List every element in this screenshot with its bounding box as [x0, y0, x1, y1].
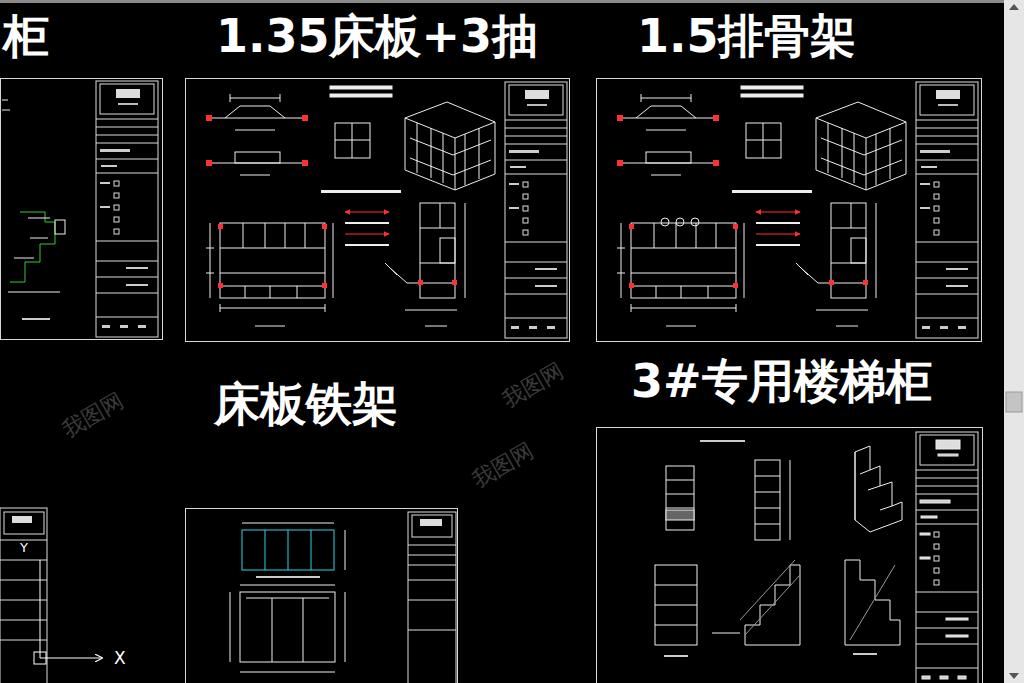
- sheet-stair-cabinet-part: [666, 466, 694, 530]
- sheet-iron-frame-part: [412, 515, 452, 537]
- scroll-thumb: [1006, 392, 1022, 412]
- sheet-stair-cabinet-part: [666, 510, 694, 520]
- bottom-left-sheet-part: [12, 516, 32, 523]
- sheet-stair-cabinet-part: [666, 494, 694, 495]
- scroll-arrow: [1009, 673, 1019, 679]
- drawing-sheet: 床板铁架: [185, 508, 458, 683]
- ucs-icon-part: [34, 652, 46, 664]
- drawing-sheet: 1.35床板+3抽: [185, 78, 570, 342]
- sheet-stair-cabinet-part: [740, 560, 800, 635]
- sheet-135: [206, 82, 567, 338]
- sheet-iron-frame-part: [408, 600, 456, 601]
- sheet-stair-cabinet-part: [655, 625, 697, 626]
- sheet-stair-cabinet-part: [755, 524, 780, 525]
- sheet-stair-cabinet-part: [916, 432, 978, 683]
- sheet-iron-frame-part: [311, 530, 312, 570]
- ucs-icon: [34, 560, 102, 664]
- left-sheet-part: [10, 212, 55, 282]
- sheet-stair-cabinet-part: [664, 655, 688, 657]
- sheet-iron-frame-part: [408, 565, 456, 566]
- axis-label: X: [114, 648, 126, 668]
- sheet-iron-frame-part: [408, 580, 456, 581]
- sheet-stair-cabinet-part: [755, 508, 780, 509]
- bottom-left-sheet-part: [0, 508, 47, 683]
- sheet-stair-cabinet-part: [853, 653, 877, 655]
- sheet-stair-cabinet-part: [655, 565, 697, 645]
- left-sheet-part: [2, 100, 8, 101]
- left-sheet-part: [96, 81, 158, 337]
- sheet-135-part: [505, 82, 567, 338]
- sheet-iron-frame-part: [345, 592, 346, 662]
- sheet-heading: 床板铁架: [214, 379, 398, 430]
- sheet-iron-frame-part: [265, 530, 266, 570]
- left-sheet-part: [8, 218, 60, 292]
- left-sheet: [2, 81, 158, 337]
- watermark: 我图网: [497, 356, 569, 415]
- sheet-heading: 1.5排骨架: [637, 11, 857, 62]
- sheet-15-part: [617, 86, 906, 326]
- left-sheet-part: [55, 220, 65, 234]
- drawing-sheet: 3#专用楼梯柜: [596, 427, 983, 683]
- axis-label: Y: [20, 540, 28, 555]
- scrollbar: [1004, 0, 1024, 683]
- sheet-stair-cabinet-part: [666, 508, 694, 509]
- drawing-sheet: 柜: [0, 78, 163, 340]
- sheet-stair-cabinet-part: [755, 492, 780, 493]
- sheet-stair-cabinet-part: [755, 460, 780, 540]
- ucs-icon-part: [40, 658, 102, 659]
- watermark: 我图网: [467, 436, 539, 495]
- sheet-heading: 3#专用楼梯柜: [631, 356, 932, 407]
- watermark: 我图网: [57, 386, 129, 445]
- sheet-15-part: [691, 218, 699, 226]
- sheet-stair-cabinet-part: [845, 560, 900, 645]
- sheet-iron-frame-part: [408, 512, 456, 683]
- sheet-iron-frame-part: [345, 530, 346, 570]
- sheet-iron-frame-part: [408, 555, 456, 556]
- sheet-15-part: [661, 218, 669, 226]
- sheet-stair-cabinet-part: [755, 476, 780, 477]
- sheet-135-part: [206, 86, 495, 326]
- sheet-iron-frame-part: [230, 592, 231, 662]
- left-sheet-part: [2, 110, 10, 111]
- sheet-iron-frame-part: [288, 530, 289, 570]
- sheet-iron-frame-part: [408, 545, 456, 546]
- sheet-iron-frame-part: [240, 585, 335, 586]
- ucs-icon-part: [40, 560, 41, 658]
- sheet-15: [617, 82, 978, 338]
- sheet-iron-frame-part: [256, 576, 320, 578]
- sheet-iron-frame: [230, 512, 456, 683]
- sheet-stair-cabinet-part: [850, 565, 895, 640]
- sheet-iron-frame-part: [240, 672, 335, 673]
- left-sheet-part: [22, 318, 50, 320]
- sheet-iron-frame-part: [408, 630, 456, 631]
- drawing-sheet: 1.5排骨架: [596, 78, 982, 342]
- sheet-iron-frame-part: [272, 598, 273, 662]
- sheet-stair-cabinet-part: [655, 585, 697, 586]
- sheet-stair-cabinet-part: [712, 633, 740, 634]
- sheet-stair-cabinet: [655, 432, 978, 683]
- bottom-left-sheet-part: [4, 512, 44, 534]
- sheet-stair-cabinet-part: [855, 446, 902, 532]
- sheet-heading: 柜: [3, 11, 49, 62]
- bottom-left-sheet: [0, 508, 47, 683]
- sheet-iron-frame-part: [242, 523, 334, 524]
- sheet-iron-frame-part: [303, 598, 304, 662]
- sheet-iron-frame-part: [246, 598, 329, 599]
- sheet-stair-cabinet-part: [700, 440, 745, 442]
- sheet-stair-cabinet-part: [655, 605, 697, 606]
- sheet-iron-frame-part: [242, 530, 334, 570]
- sheet-15-part: [916, 82, 978, 338]
- sheet-heading: 1.35床板+3抽: [216, 11, 538, 62]
- sheet-iron-frame-part: [420, 519, 442, 526]
- sheet-iron-frame-part: [240, 592, 335, 662]
- sheet-15-part: [676, 218, 684, 226]
- sheet-stair-cabinet-part: [666, 480, 694, 481]
- window-border: [0, 0, 1024, 3]
- scroll-arrow: [1009, 4, 1019, 10]
- sheet-stair-cabinet-part: [855, 452, 892, 520]
- sheet-stair-cabinet-part: [790, 460, 791, 540]
